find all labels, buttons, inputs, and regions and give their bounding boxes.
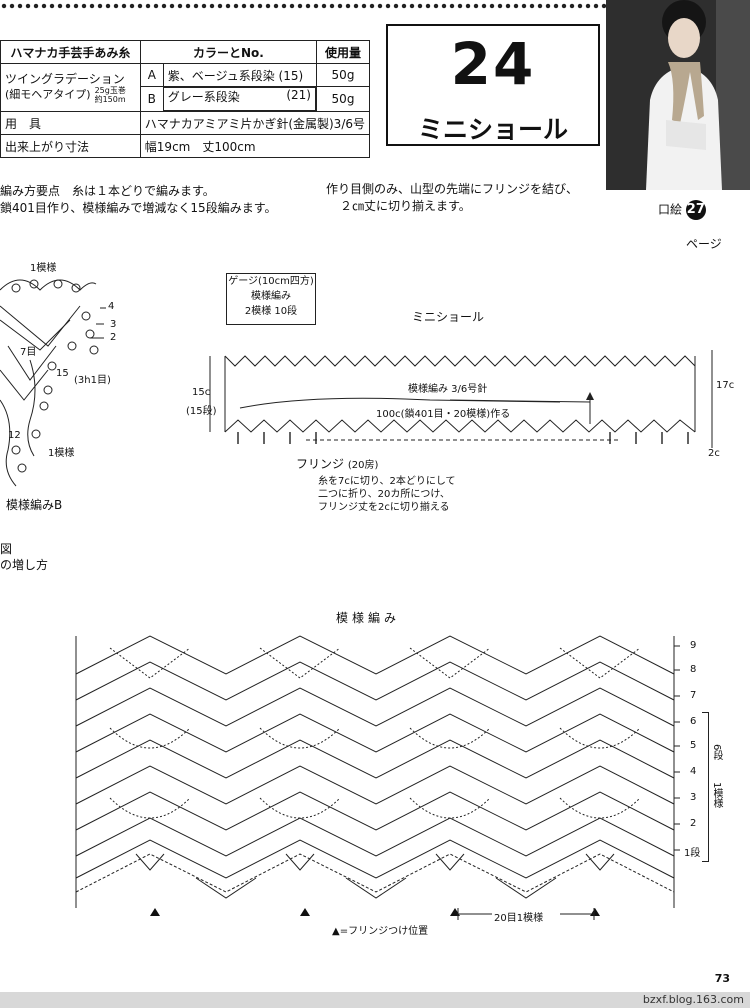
left-num-15: 15	[56, 368, 69, 379]
color-a-no: (15)	[278, 68, 304, 83]
fringe-note-2: 二つに折り、20カ所につけ、	[318, 489, 450, 500]
color-b-letter: B	[139, 86, 164, 112]
repeat-label: 20目1模様	[494, 913, 544, 924]
size-label: 出来上がり寸法	[0, 134, 141, 158]
shawl-schematic	[209, 350, 713, 448]
model-photo-illustration	[606, 0, 750, 190]
fringe-marker-2	[300, 908, 310, 916]
yarn-header: ハマナカ手芸手あみ糸	[0, 40, 141, 64]
left-row-4: 4	[108, 301, 115, 312]
left-row-2: 2	[110, 332, 117, 343]
gauge-line-1: ゲージ(10cm四方)	[228, 276, 314, 287]
left-label-mid: 1模様	[48, 448, 75, 459]
yarn-length: 約150m	[94, 94, 126, 104]
fringe-note-1: 糸を7cに切り、2本どりにして	[318, 476, 456, 487]
yarn-name: ツイングラデーション	[5, 71, 125, 86]
page-ref-label: 口絵	[658, 202, 683, 217]
shawl-title: ミニショール	[412, 310, 485, 324]
bracket-label-1: 6段	[711, 744, 722, 761]
fringe-note-3: フリンジ丈を2cに切り揃える	[318, 502, 450, 513]
left-fig-2: の増し方	[0, 558, 49, 572]
note-right-2: ２㎝丈に切り揃えます。	[340, 199, 471, 213]
left-row-3: 3	[110, 319, 117, 330]
shawl-height-left: 15c	[192, 387, 211, 398]
pattern-number: 24	[450, 30, 536, 98]
page-ref-number: 27	[685, 200, 706, 220]
title-box: 24 ミニショール	[386, 24, 600, 146]
amount-header: 使用量	[316, 40, 370, 64]
chart-row-7: 7	[690, 690, 697, 701]
color-a-name: 紫、ベージュ系段染	[167, 68, 275, 83]
left-pattern-b: 模様編みB	[6, 498, 63, 512]
chart-row-5: 5	[690, 740, 697, 751]
color-a-letter: A	[139, 63, 164, 87]
left-row-mark: (3h1目)	[74, 375, 111, 386]
note-left-1: 編み方要点 糸は１本どりで編みます。	[0, 184, 215, 198]
size-value: 幅19cm 丈100cm	[139, 134, 371, 158]
page-ref: 口絵 27	[658, 200, 706, 220]
color-a-amount: 50g	[316, 63, 370, 87]
shawl-fringe-len: 2c	[708, 448, 720, 459]
note-left-2: 鎖401目作り、模様編みで増減なく15段編みます。	[0, 201, 277, 215]
yarn-weight: 25g玉巻	[94, 85, 126, 95]
chart-row-1: 1段	[684, 848, 701, 859]
shawl-inner-2: 100c(鎖401目・20模様)作る	[376, 409, 511, 420]
page-number: 73	[714, 972, 730, 985]
footer-bar	[0, 992, 750, 1008]
tools-value: ハマナカアミアミ片かぎ針(金属製)3/6号	[139, 111, 371, 135]
row-bracket	[702, 712, 709, 862]
yarn-sub: (細モヘアタイプ)	[5, 87, 91, 101]
chart-row-9: 9	[690, 640, 697, 651]
color-header: カラーとNo.	[139, 40, 318, 64]
shawl-inner-1: 模様編み 3/6号針	[408, 384, 488, 395]
color-b-cell: グレー系段染 (21)	[163, 87, 316, 111]
chart-title: 模様編み	[336, 611, 401, 625]
model-photo	[606, 0, 750, 190]
crochet-chart	[75, 635, 680, 908]
color-a-cell: 紫、ベージュ系段染 (15)	[162, 63, 318, 87]
chart-row-6: 6	[690, 716, 697, 727]
chart-row-4: 4	[690, 766, 697, 777]
footer-source: bzxf.blog.163.com	[642, 993, 744, 1006]
color-b-no: (21)	[286, 88, 311, 102]
repeat-span	[457, 908, 595, 920]
color-b-name: グレー系段染	[167, 90, 240, 104]
left-label-top: 1模様	[30, 263, 57, 274]
tools-label: 用 具	[0, 111, 141, 135]
color-b-amount: 50g	[316, 86, 370, 112]
increase-diagram	[0, 279, 106, 487]
gauge-line-3: 2模様 10段	[244, 306, 298, 317]
pattern-title: ミニショール	[417, 115, 568, 144]
chart-legend: ▲=フリンジつけ位置	[332, 926, 429, 937]
yarn-cell: ツイングラデーション (細モヘアタイプ) 25g玉巻 約150m	[0, 63, 141, 112]
bracket-label-2: 1模様	[711, 782, 722, 809]
left-num-7: 7目	[20, 347, 37, 358]
shawl-height-right: 17c	[716, 380, 735, 391]
gauge-box: ゲージ(10cm四方) 模様編み 2模様 10段	[226, 273, 316, 325]
chart-row-2: 2	[690, 818, 697, 829]
gauge-line-2: 模様編み	[251, 291, 291, 302]
fringe-label: フリンジ	[296, 457, 345, 471]
note-right-1: 作り目側のみ、山型の先端にフリンジを結び、	[326, 182, 579, 196]
chart-row-8: 8	[690, 664, 697, 675]
fringe-label-group: フリンジ (20房)	[296, 455, 378, 472]
left-fig-1: 図	[0, 542, 13, 556]
left-num-12: 12	[8, 430, 21, 441]
top-dotted-border	[0, 0, 606, 12]
shawl-rows-left: (15段)	[186, 406, 217, 417]
chart-row-3: 3	[690, 792, 697, 803]
materials-table: ハマナカ手芸手あみ糸 カラーとNo. 使用量 ツイングラデーション (細モヘアタ…	[0, 40, 371, 158]
page-ref-suffix: ページ	[686, 237, 722, 251]
fringe-count: (20房)	[347, 460, 379, 471]
fringe-marker-1	[150, 908, 160, 916]
